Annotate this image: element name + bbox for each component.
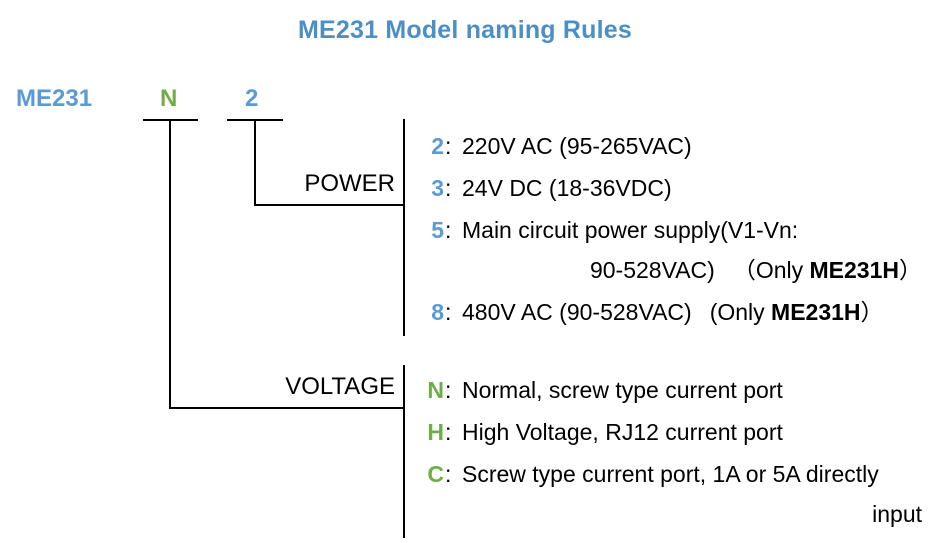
voltage-option-colon: : [445,419,452,445]
power-option-note-model: ME231H [809,257,899,283]
power-option-note-close: ） [860,299,884,325]
power-option-colon: : [445,299,452,325]
voltage-option-row: H : High Voltage, RJ12 current port [414,412,926,452]
power-option-note-open: (Only [709,299,772,325]
power-option-key: 8 [431,299,444,325]
voltage-option-key: C [427,461,444,487]
voltage-option-row: N : Normal, screw type current port [414,370,926,410]
voltage-options-divider [403,365,405,538]
power-option-note-model: ME231H [771,299,861,325]
power-option-cont-range: 90-528VAC) [589,257,715,283]
voltage-option-row: C : Screw type current port, 1A or 5A di… [414,454,926,534]
power-option-text: 480V AC (90-528VAC) (Only ME231H） [462,292,926,332]
voltage-option-text: Normal, screw type current port [462,377,783,403]
voltage-option-text: Screw type current port, 1A or 5A direct… [462,461,879,487]
power-option-row: 2 : 220V AC (95-265VAC) [414,126,926,166]
voltage-option-key: H [427,419,444,445]
power-option-text: 24V DC (18-36VDC) [462,175,672,201]
power-option-colon: : [445,133,452,159]
power-option-note-open: （Only [732,257,810,283]
power-option-colon: : [445,217,452,243]
voltage-option-list: N : Normal, screw type current port H : … [414,370,926,536]
connector-vertical-power [254,119,256,206]
voltage-option-colon: : [445,461,452,487]
power-option-main: 480V AC (90-528VAC) [462,299,692,325]
power-option-key: 3 [431,175,444,201]
model-code-voltage-char: N [160,85,178,112]
power-option-row: 5 : Main circuit power supply(V1-Vn: 90-… [414,210,926,290]
model-code-power-char: 2 [245,85,259,112]
power-option-key: 2 [431,133,444,159]
power-option-continuation: 90-528VAC) （Only ME231H） [462,250,926,290]
voltage-group-rule [169,407,405,409]
voltage-option-key: N [427,377,444,403]
power-options-divider [403,119,405,336]
voltage-option-continuation: input [872,501,922,527]
power-option-text: Main circuit power supply(V1-Vn: [462,217,799,243]
power-option-row: 3 : 24V DC (18-36VDC) [414,168,926,208]
power-option-row: 8 : 480V AC (90-528VAC) (Only ME231H） [414,292,926,332]
power-option-note-close: ） [899,257,922,283]
power-group-rule [254,204,405,206]
power-group-label: POWER [304,170,395,197]
connector-vertical-voltage [169,119,171,409]
voltage-group-label: VOLTAGE [285,373,395,400]
power-option-key: 5 [431,217,444,243]
voltage-option-colon: : [445,377,452,403]
power-option-list: 2 : 220V AC (95-265VAC) 3 : 24V DC (18-3… [414,126,926,334]
power-option-colon: : [445,175,452,201]
power-option-text: 220V AC (95-265VAC) [462,133,692,159]
page-title: ME231 Model naming Rules [297,16,633,44]
model-code-base: ME231 [16,85,93,112]
voltage-option-text: High Voltage, RJ12 current port [462,419,783,445]
